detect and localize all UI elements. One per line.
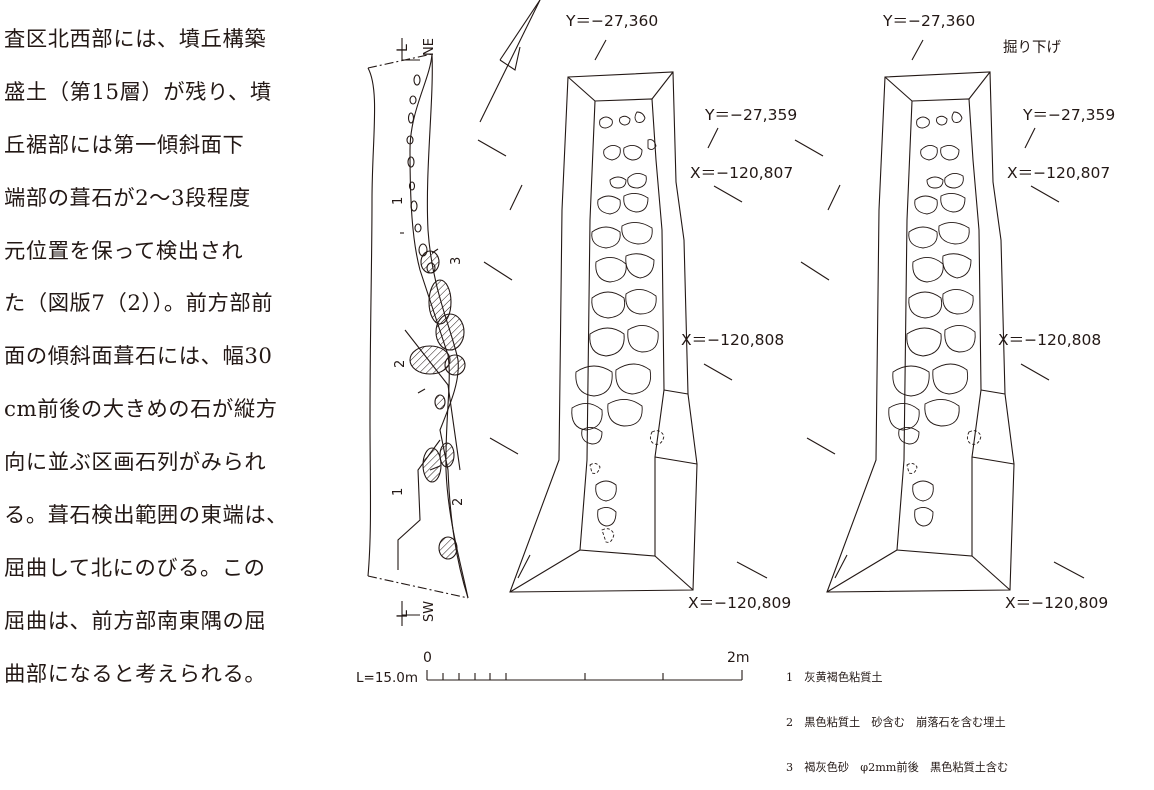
- section-bottom-label: L: [395, 610, 411, 618]
- text-line: 盛土（第15層）が残り、墳: [4, 79, 272, 105]
- coord-label: Y＝−27,359: [704, 106, 797, 124]
- layer-label: 2: [393, 360, 408, 368]
- text-line: る。葺石検出範囲の東端は、: [4, 503, 289, 529]
- text-line: 屈曲して北にのびる。この: [4, 555, 266, 581]
- body-text: 査区北西部には、墳丘構築 盛土（第15層）が残り、墳 丘裾部には第一傾斜面下 端…: [4, 14, 350, 702]
- north-arrow-icon: [479, 0, 541, 123]
- layer-label: 2: [451, 498, 466, 506]
- scale-bar: [426, 670, 743, 681]
- coord-label: Y＝−27,360: [565, 12, 658, 30]
- coord-label: X＝−120,807: [690, 164, 793, 182]
- layer-label: 1: [391, 197, 406, 205]
- section-top-direction: NE: [422, 38, 437, 56]
- level-label: L=15.0m: [356, 670, 419, 686]
- text-line: 端部の葺石が2～3段程度: [4, 185, 251, 211]
- plan-note: 掘り下げ: [1003, 40, 1061, 56]
- legend-item: 2 黒色粘質土 砂含む 崩落石を含む埋土: [786, 716, 1006, 729]
- legend-item: 3 褐灰色砂 φ2mm前後 黒色粘質土含む: [786, 761, 1009, 774]
- coord-label: X＝−120,808: [681, 331, 784, 349]
- legend-item: 1 灰黄褐色粘質土: [786, 671, 883, 684]
- plan-drawing-2: [826, 71, 1015, 593]
- excavation-figure: L NE L SW: [367, 0, 1115, 681]
- coord-label: X＝−120,809: [1005, 594, 1108, 612]
- text-line: 面の傾斜面葺石には、幅30: [4, 344, 273, 370]
- grid-ticks: [477, 39, 1085, 579]
- section-drawing: L NE L SW: [367, 38, 469, 626]
- scale-start-label: 0: [423, 650, 432, 666]
- text-line: た（図版7（2））。前方部前: [4, 291, 274, 317]
- coord-label: X＝−120,807: [1007, 164, 1110, 182]
- text-line: 元位置を保って検出され: [4, 238, 244, 264]
- text-line: 屈曲は、前方部南東隅の屈: [4, 608, 267, 634]
- section-top-label: L: [395, 44, 411, 52]
- section-bottom-direction: SW: [422, 601, 437, 622]
- coord-label: X＝−120,809: [688, 594, 791, 612]
- text-line: 丘裾部には第一傾斜面下: [4, 132, 245, 158]
- text-line: 曲部になると考えられる。: [4, 661, 267, 687]
- coord-label: Y＝−27,360: [882, 12, 975, 30]
- scale-end-label: 2m: [727, 650, 750, 666]
- coord-label: Y＝−27,359: [1022, 106, 1115, 124]
- layer-label: 1: [391, 488, 406, 496]
- text-line: 向に並ぶ区画石列がみられ: [4, 450, 267, 476]
- layer-label: 3: [449, 257, 464, 265]
- text-line: cm前後の大きめの石が縦方: [4, 397, 278, 423]
- plan-drawing-1: [509, 71, 698, 593]
- legend: 1 灰黄褐色粘質土 2 黒色粘質土 砂含む 崩落石を含む埋土 3 褐灰色砂 φ2…: [786, 640, 1008, 790]
- coord-label: X＝−120,808: [998, 331, 1101, 349]
- text-line: 査区北西部には、墳丘構築: [4, 27, 267, 52]
